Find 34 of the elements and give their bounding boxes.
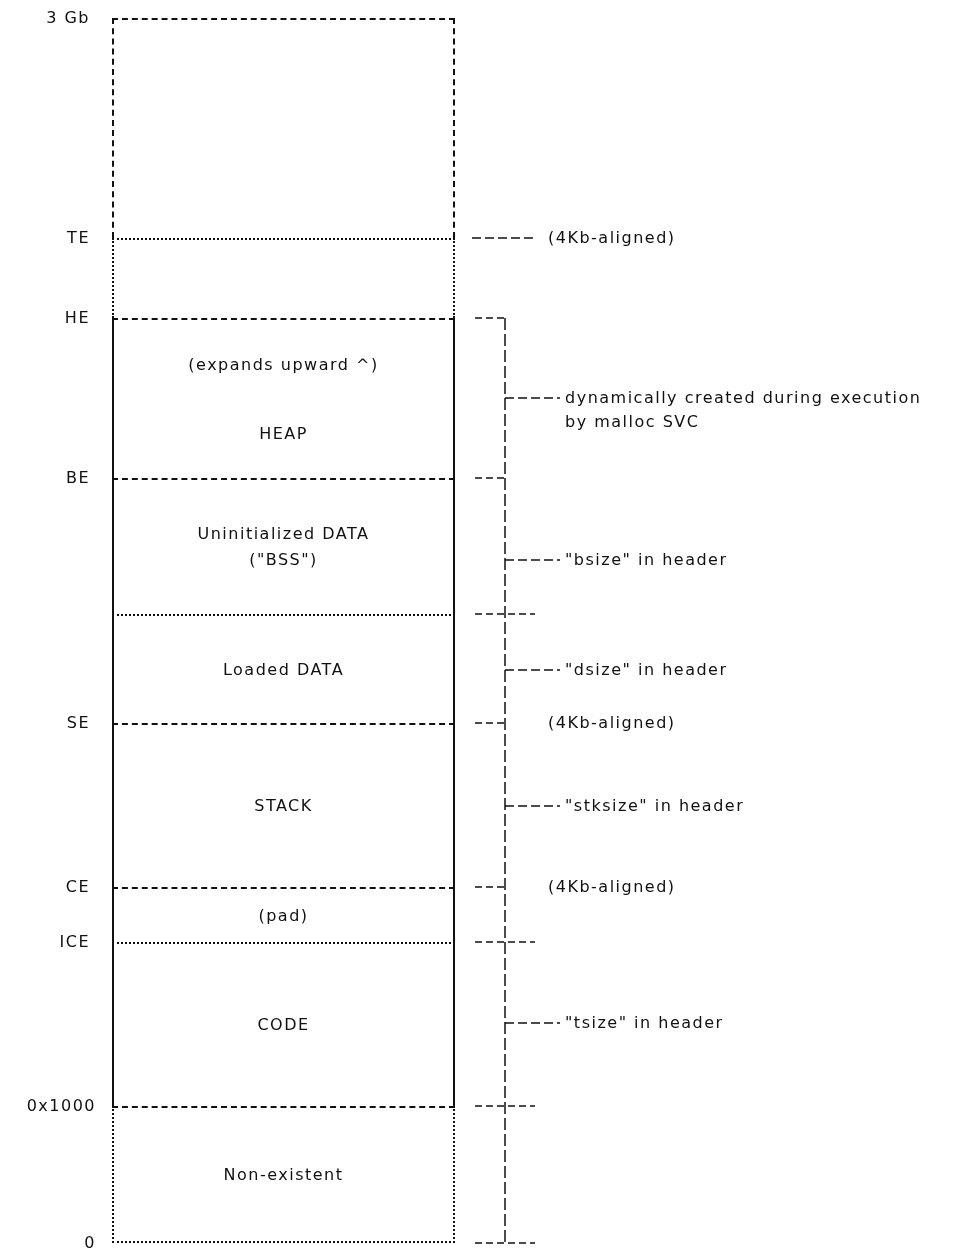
memory-region xyxy=(112,238,455,318)
memory-segment xyxy=(112,723,455,887)
address-label: ICE xyxy=(59,932,90,952)
segment-label: (pad) xyxy=(258,904,309,927)
memory-segment xyxy=(112,478,455,614)
segment-label: CODE xyxy=(257,1014,310,1036)
annotation: dynamically created during execution by malloc SVC xyxy=(565,387,923,433)
annotation: (4Kb-aligned) xyxy=(548,228,676,248)
annotation: "stksize" in header xyxy=(565,796,745,816)
annotation: "dsize" in header xyxy=(565,660,728,680)
address-label: CE xyxy=(65,877,90,897)
annotation: (4Kb-aligned) xyxy=(548,877,676,897)
address-label: 0 xyxy=(84,1233,96,1253)
address-label: HE xyxy=(64,308,90,328)
segment-label: Non-existent xyxy=(223,1163,344,1186)
memory-segment xyxy=(112,887,455,942)
address-label: SE xyxy=(66,713,90,733)
memory-segment xyxy=(112,1106,455,1243)
annotation: "bsize" in header xyxy=(565,550,728,570)
segment-label: STACK xyxy=(254,795,313,817)
segment-label: Uninitialized DATA ("BSS") xyxy=(196,523,371,571)
segment-label: HEAP xyxy=(259,422,308,445)
annotation: "tsize" in header xyxy=(565,1013,724,1033)
address-label: 3 Gb xyxy=(46,8,90,28)
memory-segment xyxy=(112,614,455,723)
memory-segment xyxy=(112,318,455,478)
annotation: (4Kb-aligned) xyxy=(548,713,676,733)
address-label: BE xyxy=(65,468,90,488)
memory-region xyxy=(112,18,455,238)
segment-label: Loaded DATA xyxy=(222,658,345,681)
segment-label: (expands upward ^) xyxy=(188,353,379,376)
address-label: 0x1000 xyxy=(26,1096,96,1116)
memory-segment xyxy=(112,942,455,1106)
address-label: TE xyxy=(67,228,90,248)
